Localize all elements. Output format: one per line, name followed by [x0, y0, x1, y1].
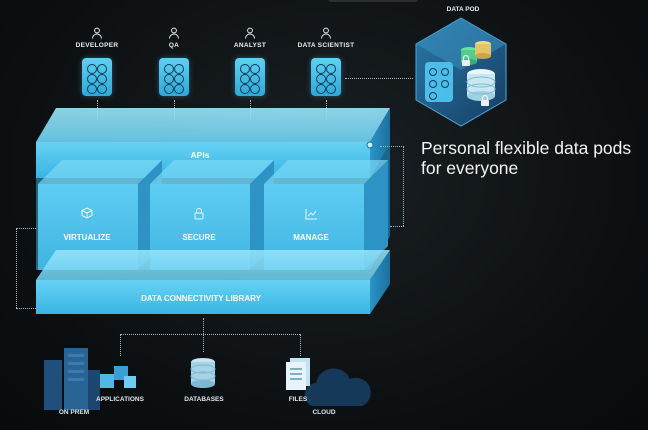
pod-circle-icon: [250, 74, 260, 84]
pod-circle-icon: [174, 74, 184, 84]
person-icon-developer: [92, 27, 102, 39]
pod-circle-icon: [250, 64, 260, 74]
connector: [203, 318, 204, 334]
pod-circle-icon: [164, 74, 174, 84]
connector: [380, 146, 404, 147]
pod-circle-icon: [326, 84, 336, 94]
platform-block: [36, 108, 390, 314]
pod-circle-icon: [240, 74, 250, 84]
data-pod-hexagon: [415, 17, 507, 127]
databases-icon: [190, 358, 216, 388]
on-prem-label: ON PREM: [58, 409, 90, 416]
files-label: FILES: [288, 396, 308, 403]
user-pod: [235, 58, 265, 96]
pod-circle-icon: [240, 64, 250, 74]
apis-label: APIs: [190, 150, 210, 160]
pod-circle-icon: [174, 84, 184, 94]
user-pod: [82, 58, 112, 96]
pod-circle-icon: [97, 84, 107, 94]
pod-circle-icon: [164, 84, 174, 94]
manage-label: MANAGE: [293, 233, 329, 242]
user-pod: [311, 58, 341, 96]
pod-circle-icon: [326, 74, 336, 84]
pod-circle-icon: [87, 64, 97, 74]
pod-circle-icon: [97, 64, 107, 74]
connector: [120, 334, 121, 356]
role-label: QA: [168, 42, 180, 49]
data-pod-label: DATA POD: [446, 6, 480, 13]
role-label: DATA SCIENTIST: [297, 42, 355, 49]
tagline-line-2: for everyone: [421, 158, 519, 178]
user-pod: [159, 58, 189, 96]
pod-circle-icon: [316, 74, 326, 84]
pod-circle-icon: [326, 64, 336, 74]
person-icon-data-scientist: [321, 27, 331, 39]
tagline-line-1: Personal flexible data pods: [421, 138, 632, 158]
role-label: ANALYST: [233, 42, 267, 49]
pod-circle-icon: [174, 64, 184, 74]
pod-circle-icon: [316, 84, 326, 94]
person-icon-qa: [169, 27, 179, 39]
applications-label: APPLICATIONS: [96, 396, 144, 403]
applications-icon: [100, 366, 136, 388]
on-prem-buildings-icon: [44, 348, 100, 410]
person-icon-analyst: [245, 27, 255, 39]
connector: [345, 78, 413, 79]
secure-label: SECURE: [182, 233, 216, 242]
pod-circle-icon: [97, 74, 107, 84]
pod-circle-icon: [316, 64, 326, 74]
title-fragment: [318, 0, 428, 4]
chart-icon: [305, 209, 317, 220]
pod-circle-icon: [87, 74, 97, 84]
connector: [16, 228, 36, 229]
pod-circle-icon: [87, 84, 97, 94]
tagline: Personal flexible data pods for everyone: [421, 138, 645, 178]
connector: [120, 334, 300, 335]
cloud-icon: [304, 368, 371, 406]
role-label: DEVELOPER: [75, 42, 119, 49]
connector: [403, 146, 404, 226]
connector: [203, 334, 204, 352]
pod-circle-icon: [164, 64, 174, 74]
connector: [16, 228, 17, 308]
pod-circle-icon: [240, 84, 250, 94]
databases-label: DATABASES: [184, 396, 224, 403]
cube-icon: [81, 207, 93, 219]
pod-circle-icon: [250, 84, 260, 94]
connector: [300, 334, 301, 356]
connector: [390, 226, 404, 227]
files-icon: [286, 358, 310, 390]
virtualize-label: VIRTUALIZE: [63, 233, 111, 242]
cloud-label: CLOUD: [312, 409, 336, 416]
data-connectivity-library-label: DATA CONNECTIVITY LIBRARY: [141, 294, 261, 303]
connector: [16, 308, 36, 309]
lock-icon: [194, 208, 204, 220]
